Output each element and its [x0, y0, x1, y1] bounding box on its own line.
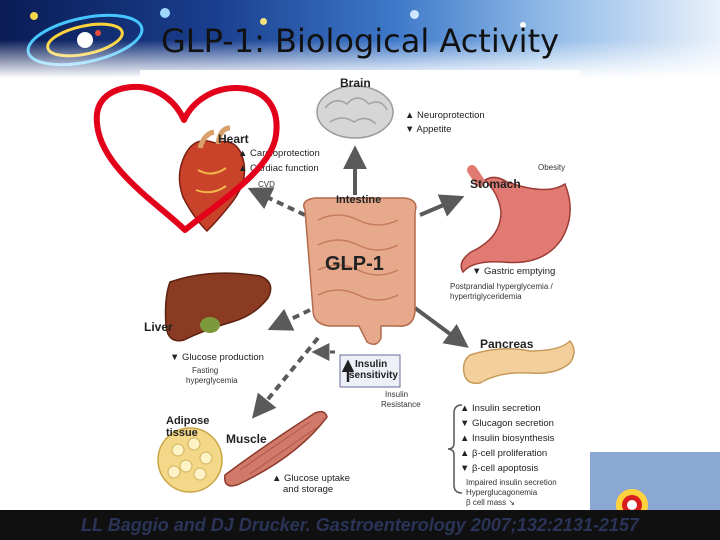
- heart-effect-text: Cardiac function: [250, 163, 319, 174]
- liver-effect-glucose-production: ▼ Glucose production: [170, 352, 264, 363]
- arrow-to-pancreas: [413, 306, 469, 348]
- insulin-sensitivity-line2: sensitivity: [349, 370, 398, 381]
- citation: LL Baggio and DJ Drucker. Gastroenterolo…: [81, 515, 639, 535]
- intestine-label: Intestine: [336, 194, 382, 206]
- brain-effect-neuroprotection: ▲ Neuroprotection: [405, 110, 485, 121]
- annotation-fasting-line2: hyperglycemia: [186, 376, 238, 385]
- annotation-postprandial-line1: Postprandial hyperglycemia /: [450, 282, 553, 291]
- insulin-sensitivity-line1: Insulin: [355, 359, 388, 370]
- brain-effect-appetite: ▼ Appetite: [405, 124, 452, 135]
- brain-effect-text: Appetite: [416, 124, 452, 135]
- heart-label: Heart: [218, 132, 249, 146]
- intestine-icon: [303, 197, 417, 345]
- annotation-impaired: Impaired insulin secretion Hyperglucagon…: [466, 478, 557, 508]
- banner-dot: [160, 8, 170, 18]
- annotation-fasting-line1: Fasting: [192, 366, 219, 375]
- pancreas-effects-bracket: [447, 404, 463, 494]
- pancreas-effect-text: β-cell apoptosis: [472, 463, 539, 474]
- pancreas-icon: [462, 339, 575, 385]
- heart-effect-text: Cardioprotection: [250, 148, 320, 159]
- brain-icon: [316, 85, 394, 139]
- pancreas-label: Pancreas: [480, 337, 534, 351]
- glp1-label: GLP-1: [325, 253, 384, 275]
- banner-dot: [30, 12, 38, 20]
- heart-effect-cardiac-function: ▲ Cardiac function: [238, 163, 319, 174]
- annotation-obesity: Obesity: [538, 163, 566, 172]
- banner-dot: [520, 22, 526, 28]
- annotation-cvd: CVD: [258, 180, 275, 189]
- stomach-effect-text: Gastric emptying: [484, 266, 556, 277]
- banner-dot: [410, 10, 419, 19]
- banner-dot: [95, 30, 101, 36]
- pancreas-effect-text: β-cell proliferation: [472, 448, 548, 459]
- banner-dot: [260, 18, 267, 25]
- stomach-icon: [460, 165, 571, 274]
- brain-effect-text: Neuroprotection: [417, 110, 485, 121]
- annotation-insulin-resistance: Insulin Resistance: [381, 390, 421, 410]
- pancreas-effect-text: Glucagon secretion: [472, 418, 554, 429]
- annotation-impaired-line3: β cell mass ↘: [466, 498, 516, 507]
- pancreas-effect-4: ▲ β-cell proliferation: [460, 448, 548, 459]
- annotation-postprandial: Postprandial hyperglycemia / hypertrigly…: [450, 282, 553, 302]
- pancreas-effect-5: ▼ β-cell apoptosis: [460, 463, 539, 474]
- liver-icon: [164, 272, 272, 342]
- pancreas-effect-text: Insulin biosynthesis: [472, 433, 555, 444]
- liver-effect-text: Glucose production: [182, 352, 264, 363]
- slide-title: GLP-1: Biological Activity: [160, 22, 560, 60]
- pancreas-effect-3: ▲ Insulin biosynthesis: [460, 433, 555, 444]
- annotation-insulin-resistance-line2: Resistance: [381, 400, 421, 409]
- annotation-fasting: Fasting hyperglycemia: [186, 366, 238, 386]
- insulin-sensitivity-label: Insulin sensitivity: [345, 359, 398, 381]
- adipose-label: Adipose tissue: [166, 415, 210, 439]
- pancreas-effect-2: ▼ Glucagon secretion: [460, 418, 554, 429]
- arrow-to-heart: [247, 187, 306, 217]
- heart-effect-cardioprotection: ▲ Cardioprotection: [238, 148, 320, 159]
- stomach-label: Stomach: [470, 177, 521, 191]
- annotation-impaired-line2: Hyperglucagonemia: [466, 488, 538, 497]
- footer-bar: [0, 510, 720, 540]
- liver-label: Liver: [144, 320, 173, 334]
- arrow-to-adipose-muscle: [251, 336, 320, 419]
- brain-label: Brain: [340, 76, 371, 90]
- adipose-icon: [157, 427, 223, 493]
- pancreas-effect-1: ▲ Insulin secretion: [460, 403, 541, 414]
- muscle-effect-text: Glucose uptake: [284, 473, 351, 484]
- arrow-to-stomach: [419, 194, 465, 217]
- annotation-insulin-resistance-line1: Insulin: [385, 390, 409, 399]
- annotation-impaired-line1: Impaired insulin secretion: [466, 478, 557, 487]
- muscle-effect: ▲ Glucose uptake and storage: [272, 473, 351, 495]
- arrow-to-liver: [267, 308, 311, 331]
- pancreas-effect-text: Insulin secretion: [472, 403, 541, 414]
- muscle-label: Muscle: [226, 432, 267, 446]
- annotation-postprandial-line2: hypertriglyceridemia: [450, 292, 522, 301]
- muscle-effect-text: and storage: [283, 484, 334, 495]
- stomach-effect-gastric-emptying: ▼ Gastric emptying: [472, 266, 556, 277]
- muscle-icon: [224, 410, 328, 487]
